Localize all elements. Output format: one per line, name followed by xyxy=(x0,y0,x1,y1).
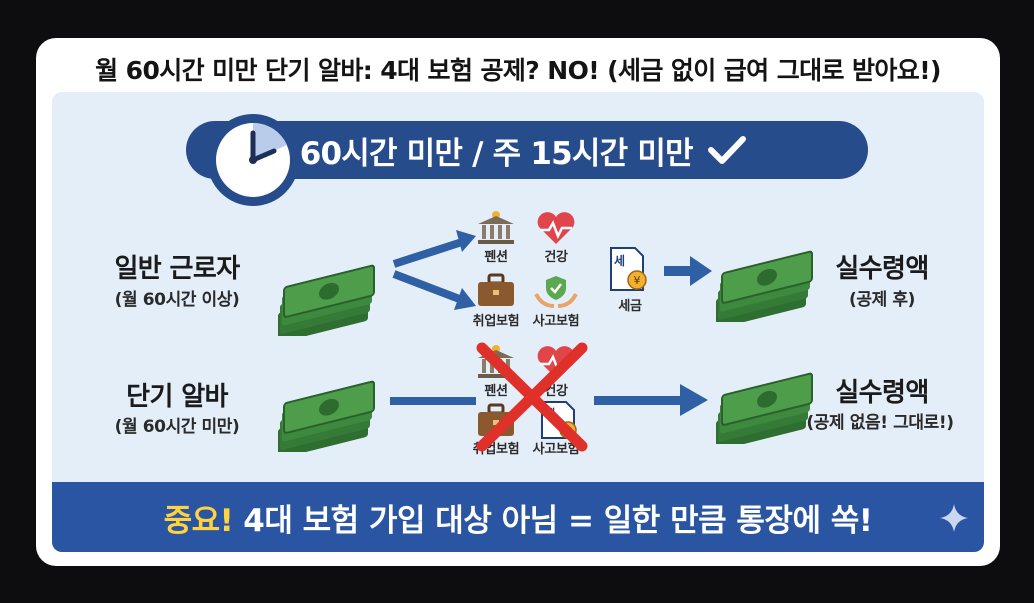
money-stack-icon xyxy=(716,372,813,444)
tax-document-icon: ¥ 세 xyxy=(607,246,651,292)
shield-hands-icon xyxy=(534,276,578,308)
flow-line xyxy=(390,397,476,405)
svg-text:¥: ¥ xyxy=(634,274,641,287)
bottom-banner: 중요! 4대 보험 가입 대상 아님 = 일한 만큼 통장에 쏙! xyxy=(52,482,984,552)
banner-highlight: 중요! xyxy=(163,502,234,539)
arrow-right-icon xyxy=(594,384,708,416)
page-title: 월 60시간 미만 단기 알바: 4대 보험 공제? NO! (세금 없이 급여… xyxy=(95,56,941,85)
regular-worker-label: 일반 근로자 xyxy=(114,254,240,284)
money-stack-icon xyxy=(278,380,375,452)
arrow-up-right-icon xyxy=(392,230,476,268)
heart-icon xyxy=(537,212,575,244)
accident-insurance-label: 사고보험 xyxy=(532,442,580,457)
cross-mark-icon xyxy=(476,342,588,452)
clock-icon xyxy=(207,114,299,206)
bank-icon xyxy=(478,211,514,244)
sparkle-icon xyxy=(940,504,968,532)
tax-label: 세금 xyxy=(618,299,642,314)
pension-label: 펜션 xyxy=(484,250,508,265)
net-pay-label: 실수령액 xyxy=(835,378,929,408)
briefcase-icon xyxy=(478,273,514,306)
condition-text: 월 60시간 미만 / 주 15시간 미만 xyxy=(262,135,694,172)
net-pay-sub: (공제 없음! 그대로!) xyxy=(806,413,954,433)
arrow-down-right-icon xyxy=(392,270,476,310)
employment-insurance-label: 취업보험 xyxy=(472,314,520,329)
accident-insurance-label: 사고보험 xyxy=(532,314,580,329)
money-stack-icon xyxy=(278,264,375,336)
condition-banner: 월 60시간 미만 / 주 15시간 미만 xyxy=(186,121,868,179)
infographic-card: 월 60시간 미만 단기 알바: 4대 보험 공제? NO! (세금 없이 급여… xyxy=(36,38,1000,566)
short-term-worker-sub: (월 60시간 미만) xyxy=(114,417,240,437)
banner-text: 4대 보험 가입 대상 아님 = 일한 만큼 통장에 쏙! xyxy=(243,502,873,539)
money-stack-icon xyxy=(716,250,813,322)
regular-worker-sub: (월 60시간 이상) xyxy=(114,290,240,310)
pension-label: 펜션 xyxy=(484,384,508,399)
health-label: 건강 xyxy=(544,250,568,265)
arrow-right-icon xyxy=(664,256,712,286)
tax-document-glyph: 세 xyxy=(614,254,626,268)
checkmark-icon xyxy=(707,136,746,164)
net-pay-sub: (공제 후) xyxy=(849,290,915,310)
health-label: 건강 xyxy=(544,384,568,399)
infographic-panel: 월 60시간 미만 / 주 15시간 미만 일반 근로자 (월 60시간 이상) xyxy=(52,92,984,552)
net-pay-label: 실수령액 xyxy=(835,254,929,284)
short-term-worker-label: 단기 알바 xyxy=(126,382,228,412)
